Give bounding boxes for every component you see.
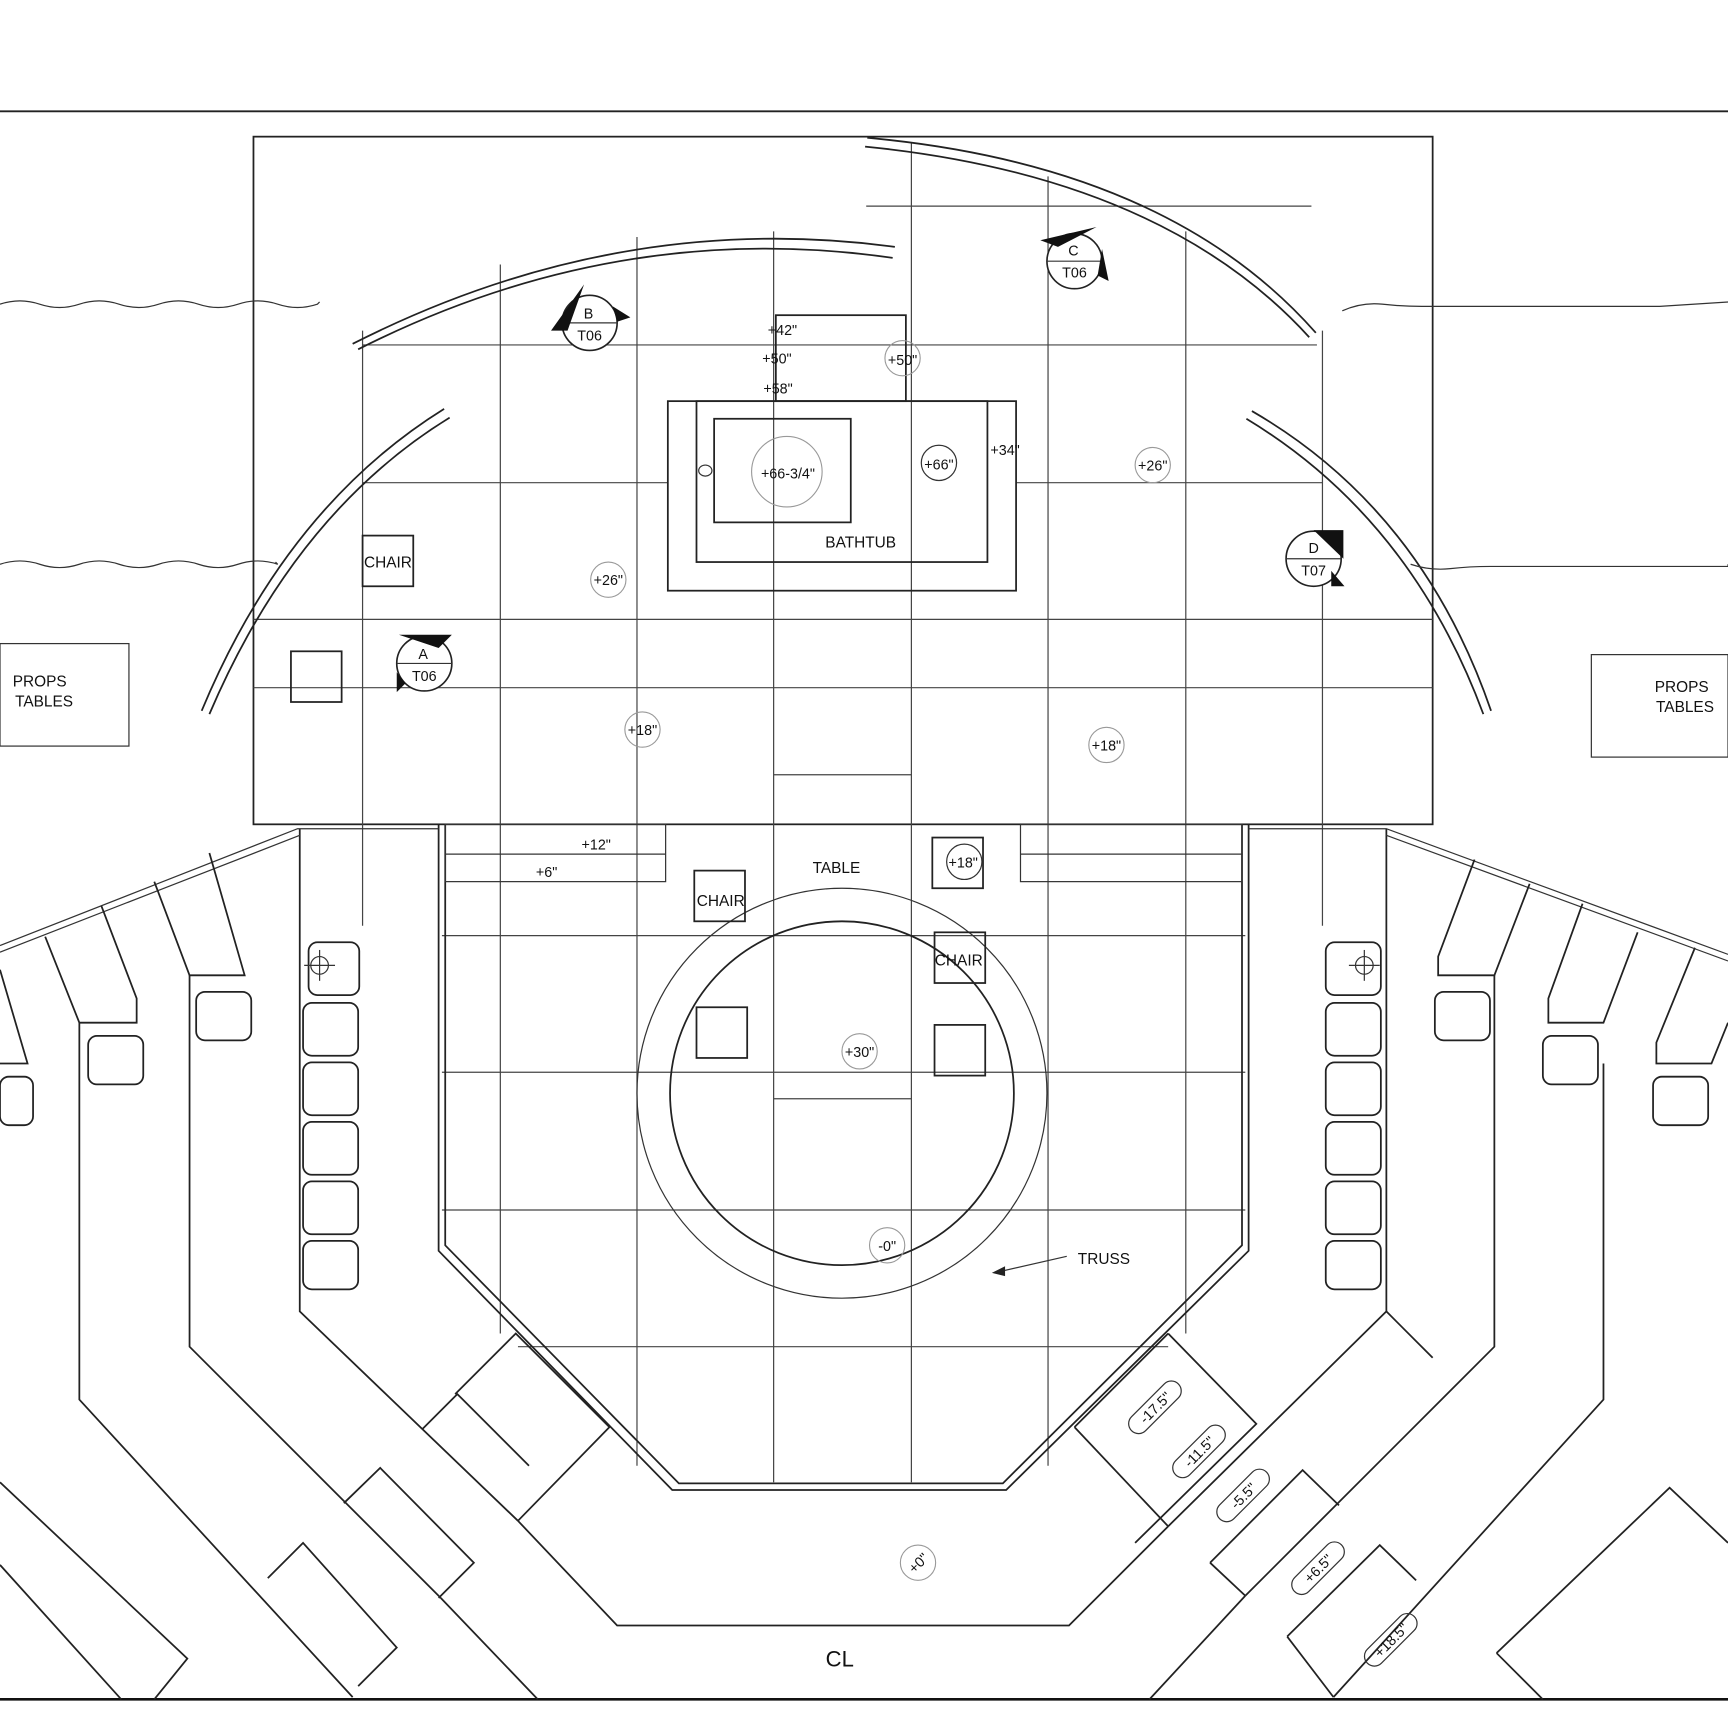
- plan-labels: BATHTUB TABLE TRUSS PROPS TABLES PROPS T…: [13, 535, 1714, 1268]
- section-marker-letter: C: [1068, 244, 1078, 260]
- props-tables-right-line2: TABLES: [1656, 699, 1714, 716]
- upstage-platform: [252, 135, 1434, 826]
- stage-grid: [253, 143, 1433, 1483]
- elevation-label: +50": [888, 353, 917, 369]
- elevation-label: +6": [536, 865, 557, 881]
- elevation-label: +0": [906, 1551, 932, 1577]
- elevation-label: -0": [878, 1239, 896, 1255]
- section-marker-sheet: T06: [577, 329, 602, 345]
- elevation-label: +18": [628, 723, 657, 739]
- centerline-label: CL: [826, 1646, 854, 1671]
- thrust-stage: [437, 823, 1250, 1491]
- truss-label: TRUSS: [1078, 1251, 1130, 1268]
- turntable: [636, 836, 1048, 1299]
- elevation-label: +66": [924, 457, 953, 473]
- elevation-label: +66-3/4": [761, 466, 815, 482]
- section-marker-d: [1285, 530, 1345, 588]
- chair-label: CHAIR: [697, 893, 745, 910]
- audience-right: [1073, 828, 1728, 1700]
- section-marker-letter: D: [1308, 541, 1318, 557]
- props-tables-left-line2: TABLES: [15, 693, 73, 710]
- chair-label: CHAIR: [935, 952, 983, 969]
- section-marker-sheet: T06: [1062, 266, 1087, 282]
- elevation-label: +18": [949, 855, 978, 871]
- elevation-label: +26": [1138, 459, 1167, 475]
- curved-walls: [200, 136, 1492, 715]
- row-capsules: [1128, 1380, 1418, 1667]
- row-elevation-label: -5.5": [1228, 1480, 1260, 1512]
- elevation-label: +34": [990, 443, 1019, 459]
- section-marker-sheet: T06: [412, 669, 437, 685]
- section-marker-labels: A T06 B T06 C T06 D T07: [412, 244, 1326, 685]
- section-marker-a: [395, 634, 453, 693]
- section-marker-letter: A: [418, 647, 428, 663]
- section-marker-letter: B: [584, 306, 594, 322]
- elevation-label: +42": [768, 323, 797, 339]
- upstage-chairs: [290, 534, 415, 703]
- audience-left: [0, 828, 1169, 1700]
- section-marker-c: [1040, 227, 1109, 290]
- elevation-label: +26": [594, 573, 623, 589]
- chair-label: CHAIR: [364, 555, 412, 572]
- elevation-label: +30": [845, 1045, 874, 1061]
- section-marker-sheet: T07: [1301, 563, 1326, 579]
- row-elevation-label: -17.5": [1137, 1389, 1175, 1427]
- bathtub-platform: [666, 314, 1017, 592]
- elevation-label: +12": [582, 838, 611, 854]
- bathtub-label: BATHTUB: [825, 535, 896, 552]
- elevation-label: +18": [1092, 738, 1121, 754]
- elevation-circles: [590, 446, 1171, 1581]
- props-tables-left-line1: PROPS: [13, 674, 67, 691]
- props-tables: [0, 642, 1728, 758]
- elevation-label: +50": [762, 352, 791, 368]
- break-lines: [0, 300, 1728, 570]
- elevation-label: +58": [763, 381, 792, 397]
- truss-arrow: [991, 1255, 1067, 1277]
- props-tables-right-line1: PROPS: [1655, 679, 1709, 696]
- table-label: TABLE: [813, 860, 861, 877]
- row-elevation-label: +18.5": [1372, 1621, 1413, 1662]
